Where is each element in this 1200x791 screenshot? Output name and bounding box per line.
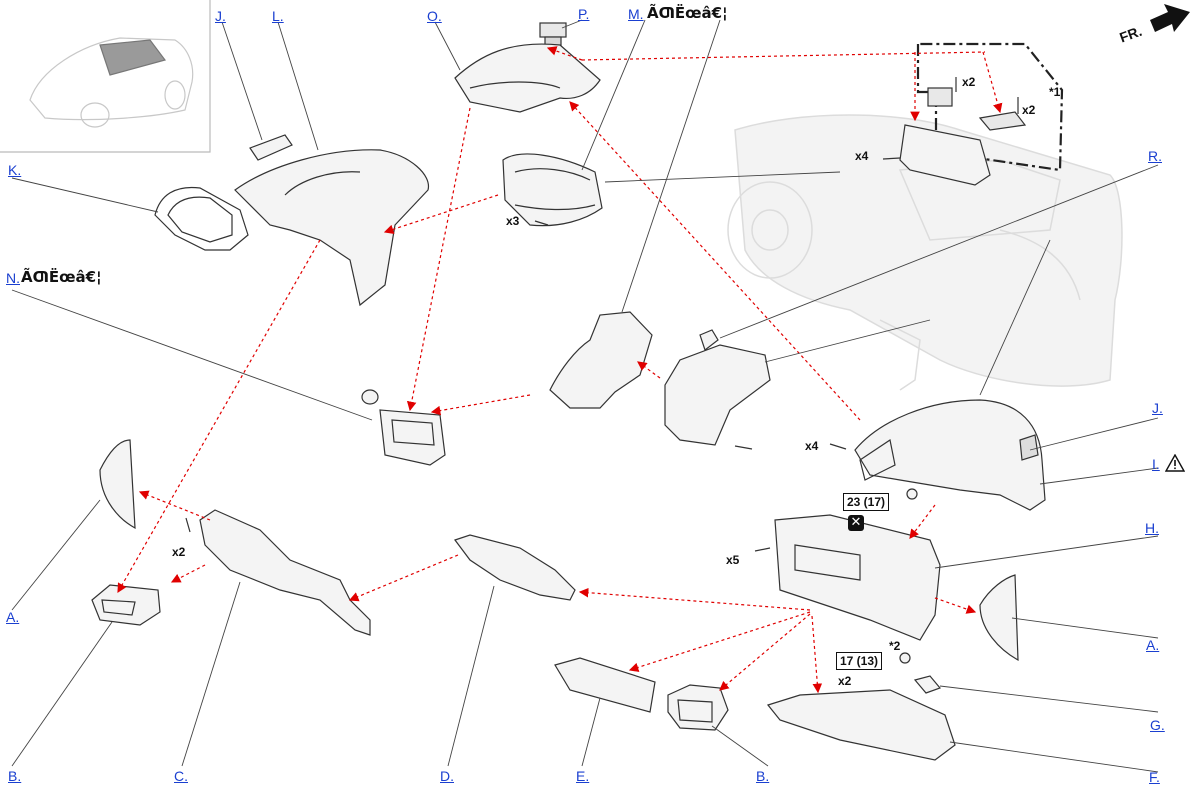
detail-group-box (916, 42, 1064, 172)
part-b-right-vent (667, 684, 729, 731)
part-a-right-side-cover (979, 574, 1019, 662)
garbled-text-n: ÃƢËœâ€¦ (21, 268, 102, 286)
part-n-switch (361, 389, 446, 466)
qty-bolts: x2 (838, 674, 852, 688)
callout-a-right[interactable]: A. (1146, 637, 1160, 653)
callout-h[interactable]: H. (1145, 520, 1159, 536)
part-r-bracket (664, 344, 771, 446)
part-e-garnish (554, 657, 656, 713)
callout-k[interactable]: K. (8, 162, 22, 178)
callout-n[interactable]: N. (6, 270, 20, 286)
callout-r[interactable]: R. (1148, 148, 1162, 164)
callout-j-right[interactable]: J. (1152, 400, 1163, 416)
callout-i[interactable]: I. (1152, 456, 1160, 472)
callout-e[interactable]: E. (576, 768, 590, 784)
part-o-meter-hood (454, 43, 601, 113)
garbled-text-m: ÃƢËœâ€¦ (647, 4, 728, 22)
part-j-top-cover (249, 134, 293, 161)
part-l-cluster-panel (234, 149, 429, 307)
note-star-2: *2 (889, 639, 901, 653)
torque-spec-upper: 23 (17) (843, 493, 890, 511)
callout-d[interactable]: D. (440, 768, 454, 784)
qty-box-screws: x5 (726, 553, 740, 567)
caution-warning-icon (1165, 454, 1185, 472)
part-a-left-side-cover (99, 439, 136, 530)
part-c-lower-panel (199, 509, 371, 636)
vehicle-location-thumbnail (0, 0, 211, 153)
callout-b-left[interactable]: B. (8, 768, 22, 784)
assembly-arrows (117, 46, 1003, 694)
qty-lower-left-screws: x2 (172, 545, 186, 559)
note-star-1: *1 (1049, 85, 1061, 99)
callout-l[interactable]: L. (272, 8, 284, 24)
qty-display-screws: x4 (855, 149, 869, 163)
qty-meter-screws: x3 (506, 214, 520, 228)
callout-a-left[interactable]: A. (6, 609, 20, 625)
callout-c[interactable]: C. (174, 768, 188, 784)
part-display (899, 124, 991, 186)
torque-spec-lower: 17 (13) (836, 652, 883, 670)
front-direction-arrow (1150, 4, 1190, 32)
part-d-lower-panel (454, 534, 576, 601)
x-square-icon: ✕ (848, 515, 864, 531)
qty-screw-top: x2 (1022, 103, 1036, 117)
callout-f[interactable]: F. (1149, 769, 1160, 785)
part-h-glove-box-frame (774, 514, 941, 641)
callout-j-top[interactable]: J. (215, 8, 226, 24)
callout-g[interactable]: G. (1150, 717, 1165, 733)
part-i-instrument-panel (854, 399, 1046, 511)
callout-p[interactable]: P. (578, 6, 590, 22)
qty-panel-screws: x4 (805, 439, 819, 453)
callout-b-right[interactable]: B. (756, 768, 770, 784)
part-console-upper (549, 311, 653, 409)
callout-o[interactable]: O. (427, 8, 442, 24)
part-g-damper (913, 675, 942, 694)
part-b-left-vent (91, 584, 161, 626)
part-f-glove-box-door (766, 689, 956, 761)
callout-m[interactable]: M. (628, 6, 644, 22)
leader-lines (11, 19, 1159, 773)
qty-clip-top: x2 (962, 75, 976, 89)
part-k-bezel (154, 186, 249, 251)
